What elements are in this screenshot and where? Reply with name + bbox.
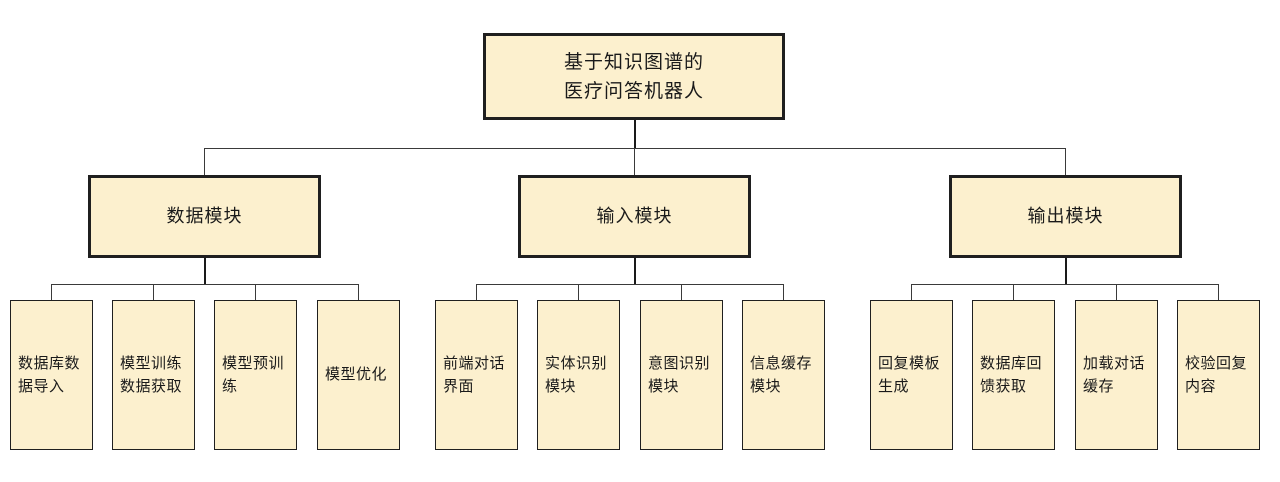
- connector-input-module-bus: [476, 284, 784, 285]
- node-db-feedback-fetch[interactable]: 数据库回 馈获取: [972, 300, 1055, 450]
- node-model-optimize[interactable]: 模型优化: [317, 300, 400, 450]
- connector-drop-training-data-fetch: [153, 284, 154, 300]
- connector-drop-input-module: [634, 148, 635, 176]
- connector-drop-reply-template-gen: [911, 284, 912, 300]
- connector-drop-data-module: [204, 148, 205, 176]
- connector-data-module-bus: [51, 284, 359, 285]
- node-entity-recognition[interactable]: 实体识别 模块: [537, 300, 620, 450]
- node-root[interactable]: 基于知识图谱的 医疗问答机器人: [483, 33, 785, 120]
- node-info-cache[interactable]: 信息缓存 模块: [742, 300, 825, 450]
- node-model-pretrain[interactable]: 模型预训 练: [214, 300, 297, 450]
- node-verify-reply-content[interactable]: 校验回复 内容: [1177, 300, 1260, 450]
- node-load-dialog-cache[interactable]: 加载对话 缓存: [1075, 300, 1158, 450]
- connector-drop-frontend-dialog-ui: [476, 284, 477, 300]
- connector-drop-load-dialog-cache: [1116, 284, 1117, 300]
- connector-root-stem: [634, 120, 636, 148]
- connector-drop-info-cache: [783, 284, 784, 300]
- connector-drop-output-module: [1065, 148, 1066, 176]
- connector-output-module-bus: [911, 284, 1219, 285]
- connector-drop-intent-recognition: [681, 284, 682, 300]
- node-frontend-dialog-ui[interactable]: 前端对话 界面: [435, 300, 518, 450]
- node-db-data-import[interactable]: 数据库数 据导入: [10, 300, 93, 450]
- connector-drop-db-feedback-fetch: [1013, 284, 1014, 300]
- connector-drop-model-pretrain: [255, 284, 256, 300]
- connector-input-module-stem: [634, 258, 636, 284]
- connector-output-module-stem: [1065, 258, 1067, 284]
- node-intent-recognition[interactable]: 意图识别 模块: [640, 300, 723, 450]
- connector-drop-verify-reply-content: [1218, 284, 1219, 300]
- node-output-module[interactable]: 输出模块: [949, 175, 1182, 258]
- connector-data-module-stem: [204, 258, 206, 284]
- node-training-data-fetch[interactable]: 模型训练 数据获取: [112, 300, 195, 450]
- connector-root-bus: [204, 148, 1066, 149]
- node-data-module[interactable]: 数据模块: [88, 175, 321, 258]
- connector-drop-model-optimize: [358, 284, 359, 300]
- node-reply-template-gen[interactable]: 回复模板 生成: [870, 300, 953, 450]
- connector-drop-entity-recognition: [578, 284, 579, 300]
- node-input-module[interactable]: 输入模块: [518, 175, 751, 258]
- connector-drop-db-data-import: [51, 284, 52, 300]
